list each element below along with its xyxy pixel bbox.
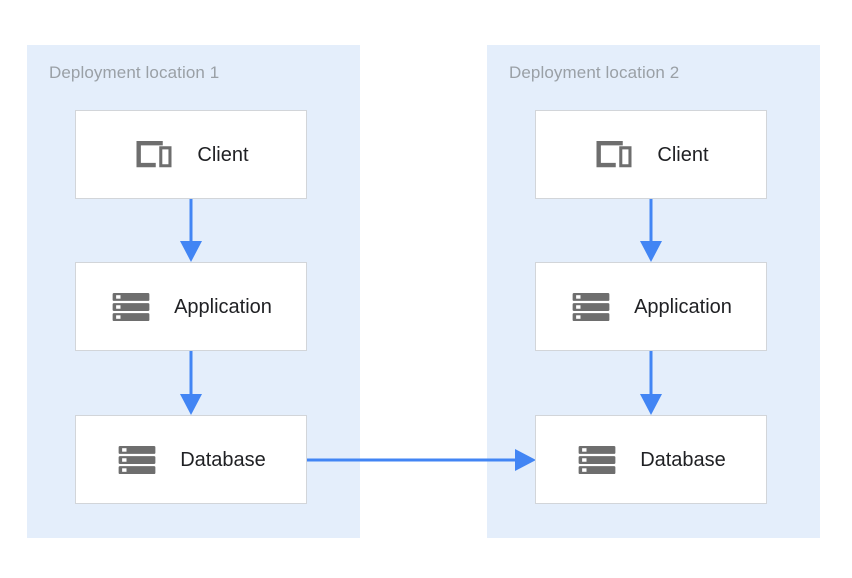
connector-client2-to-application2 [640, 198, 662, 262]
node-application-1[interactable]: Application [75, 262, 307, 351]
connector-application1-to-database1 [180, 351, 202, 415]
node-database-1[interactable]: Database [75, 415, 307, 504]
server-icon [112, 292, 150, 321]
node-database-1-label: Database [180, 448, 266, 471]
node-client-2[interactable]: Client [535, 110, 767, 199]
node-client-1-label: Client [197, 143, 249, 166]
devices-icon [596, 140, 632, 167]
devices-icon [136, 140, 172, 167]
connector-client1-to-application1 [180, 198, 202, 262]
zone-1-title: Deployment location 1 [49, 63, 220, 82]
server-icon [578, 445, 616, 474]
node-database-2-label: Database [640, 448, 726, 471]
connector-application2-to-database2 [640, 351, 662, 415]
node-application-1-label: Application [174, 295, 272, 318]
connector-database1-to-database2 [306, 449, 536, 471]
node-client-2-label: Client [657, 143, 709, 166]
node-application-2[interactable]: Application [535, 262, 767, 351]
server-icon [572, 292, 610, 321]
node-client-1[interactable]: Client [75, 110, 307, 199]
node-database-2[interactable]: Database [535, 415, 767, 504]
node-application-2-label: Application [634, 295, 732, 318]
server-icon [118, 445, 156, 474]
zone-2-title: Deployment location 2 [509, 63, 680, 82]
